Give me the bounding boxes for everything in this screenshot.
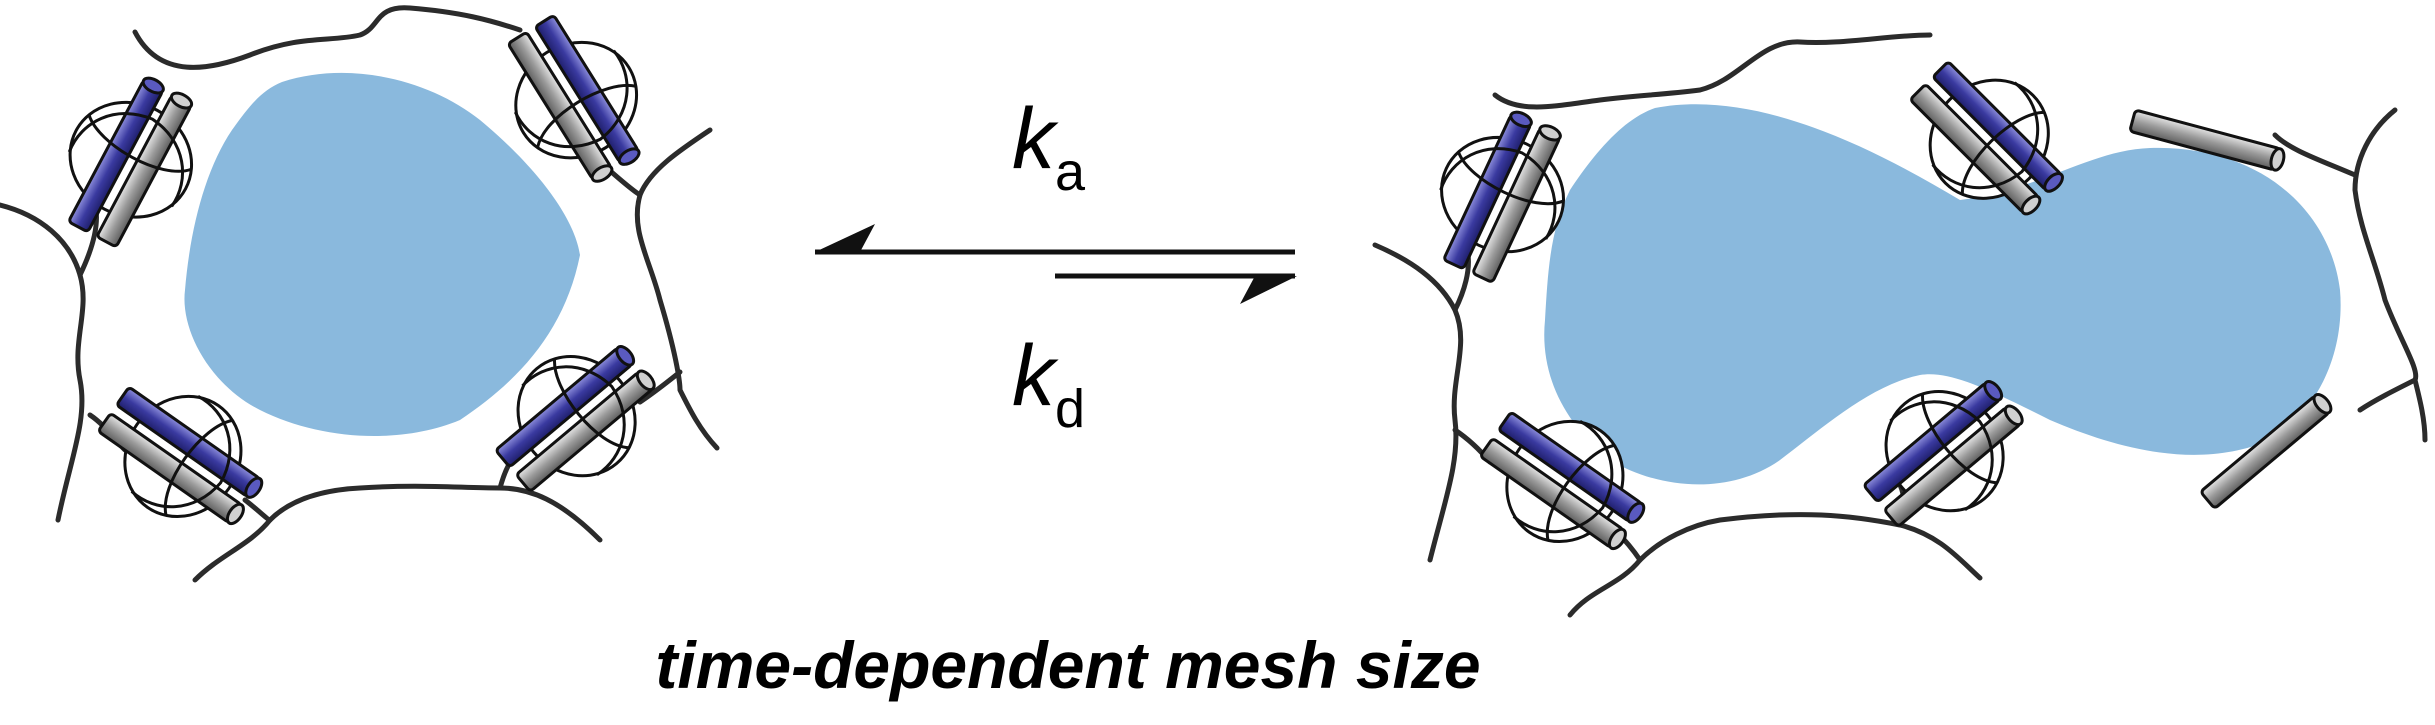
caption: time-dependent mesh size (655, 628, 1480, 702)
harpoon-left-icon (815, 224, 875, 252)
harpoon-right-icon (1240, 276, 1297, 304)
right-network (1372, 32, 2428, 618)
equilibrium-arrows (815, 224, 1297, 304)
ka-label: ka (1012, 91, 1086, 202)
left-mesh-blob (184, 72, 580, 437)
right-mesh-blob (1544, 104, 2341, 485)
left-network (0, 0, 720, 583)
kd-label: kd (1012, 328, 1085, 439)
